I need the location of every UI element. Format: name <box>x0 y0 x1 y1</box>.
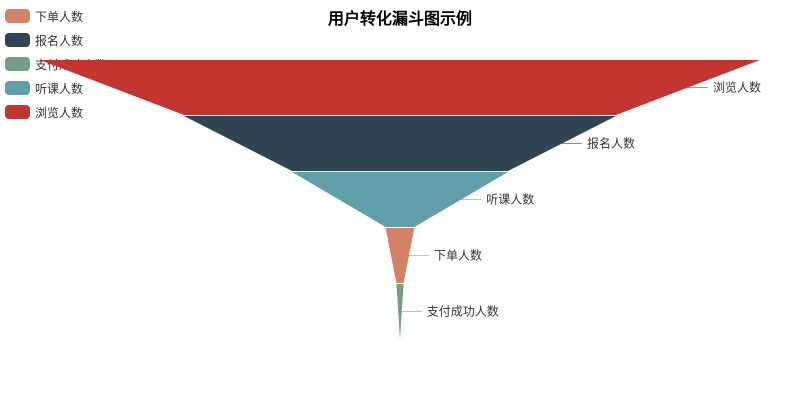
slice-label-attend: 听课人数 <box>486 192 534 207</box>
legend-label-paid: 支付成功人数 <box>35 57 108 72</box>
legend-swatch-paid <box>5 57 30 71</box>
legend-swatch-browse <box>5 105 30 119</box>
legend-item-order[interactable]: 下单人数 <box>5 4 107 28</box>
legend-label-attend: 听课人数 <box>35 81 84 96</box>
legend-swatch-order <box>5 9 30 23</box>
funnel-slice-browse[interactable] <box>40 60 760 115</box>
slice-label-browse: 浏览人数 <box>713 80 761 95</box>
slice-label-signup: 报名人数 <box>587 136 635 151</box>
funnel-slice-signup[interactable] <box>184 116 616 171</box>
legend-label-signup: 报名人数 <box>35 33 84 48</box>
legend-label-browse: 浏览人数 <box>35 105 84 120</box>
chart-title: 用户转化漏斗图示例 <box>327 9 472 28</box>
legend-swatch-signup <box>5 33 30 47</box>
funnel-slice-order[interactable] <box>385 228 415 283</box>
funnel-slice-attend[interactable] <box>292 172 508 227</box>
slice-label-paid: 支付成功人数 <box>427 304 499 319</box>
slice-label-order: 下单人数 <box>434 248 482 263</box>
legend-label-order: 下单人数 <box>35 9 84 24</box>
legend-item-signup[interactable]: 报名人数 <box>5 28 107 52</box>
legend: 下单人数 报名人数 支付成功人数 听课人数 浏览人数 <box>5 4 107 124</box>
legend-item-browse[interactable]: 浏览人数 <box>5 100 107 124</box>
legend-swatch-attend <box>5 81 30 95</box>
funnel-slice-paid[interactable] <box>396 284 404 339</box>
legend-item-attend[interactable]: 听课人数 <box>5 76 107 100</box>
legend-item-paid[interactable]: 支付成功人数 <box>5 52 107 76</box>
